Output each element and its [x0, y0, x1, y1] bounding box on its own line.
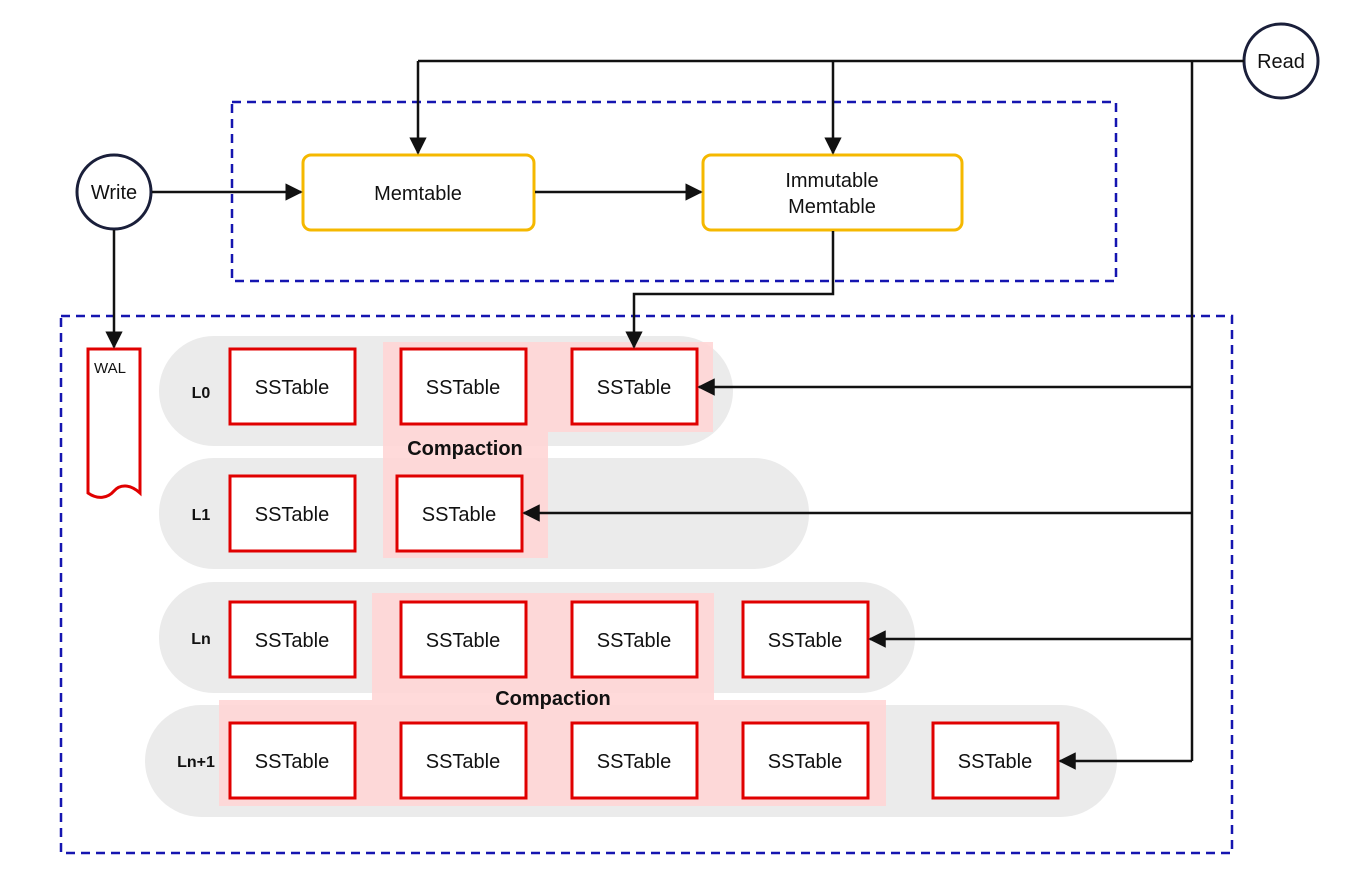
compaction-label-lower: Compaction: [495, 688, 611, 710]
sstable-label: SSTable: [597, 751, 672, 773]
immutable-memtable-label-line2: Memtable: [788, 196, 876, 218]
compaction-zone-ln-ln1: [219, 593, 886, 806]
sstable-label: SSTable: [255, 751, 330, 773]
sstable-label: SSTable: [426, 751, 501, 773]
level-label-ln1: Ln+1: [177, 754, 215, 771]
memtable-box: [301, 153, 536, 232]
sstable-l1-1: [228, 474, 357, 553]
sstable-ln1-4: [741, 721, 870, 800]
sstable-ln-1: [228, 600, 357, 679]
sstable-ln1-3: [570, 721, 699, 800]
disk-region: [59, 314, 1234, 855]
sstable-ln1-2: [399, 721, 528, 800]
compaction-label-upper: Compaction: [407, 438, 523, 460]
sstable-l0-1: [228, 347, 357, 426]
wal-document: [86, 347, 142, 499]
arrow-flush-to-l0: [625, 231, 835, 349]
sstable-label: SSTable: [426, 377, 501, 399]
sstable-label: SSTable: [597, 377, 672, 399]
wal-label: WAL: [94, 360, 126, 377]
sstable-l0-2: [399, 347, 528, 426]
immutable-memtable-label-line1: Immutable: [785, 170, 878, 192]
write-node: [75, 153, 153, 231]
sstable-ln-4: [741, 600, 870, 679]
memtable-label: Memtable: [374, 183, 462, 205]
sstable-label: SSTable: [422, 504, 497, 526]
sstable-label: SSTable: [255, 504, 330, 526]
sstable-label: SSTable: [426, 630, 501, 652]
level-label-l1: L1: [192, 507, 211, 524]
sstable-label: SSTable: [768, 751, 843, 773]
sstable-label: SSTable: [255, 630, 330, 652]
sstable-l1-2: [395, 474, 524, 553]
level-label-ln: Ln: [191, 631, 211, 648]
write-label: Write: [91, 182, 137, 204]
sstable-label: SSTable: [768, 630, 843, 652]
sstable-label: SSTable: [597, 630, 672, 652]
read-label: Read: [1257, 51, 1305, 73]
level-label-l0: L0: [192, 385, 211, 402]
sstable-label: SSTable: [255, 377, 330, 399]
sstable-ln-2: [399, 600, 528, 679]
sstable-ln1-1: [228, 721, 357, 800]
sstable-l0-3: [570, 347, 699, 426]
memory-region: [230, 100, 1118, 283]
sstable-ln1-5: [931, 721, 1060, 800]
immutable-memtable-box: [701, 153, 964, 232]
sstable-ln-3: [570, 600, 699, 679]
sstable-label: SSTable: [958, 751, 1033, 773]
